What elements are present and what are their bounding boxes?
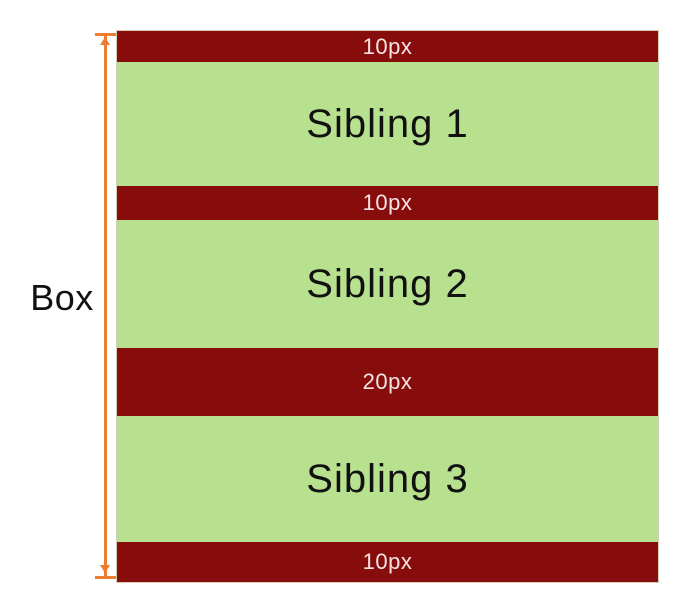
- sibling-1-block: Sibling 1: [117, 62, 658, 186]
- sibling-2-block: Sibling 2: [117, 220, 658, 348]
- box-container: 10px Sibling 1 10px Sibling 2 20px Sibli…: [117, 31, 658, 582]
- margin-bar-top: 10px: [117, 31, 658, 62]
- margin-bar-between-2-3: 20px: [117, 348, 658, 416]
- measure-arrowhead-down-icon: [100, 565, 110, 573]
- measure-cap-bottom-icon: [95, 576, 116, 579]
- sibling-3-block: Sibling 3: [117, 416, 658, 542]
- measure-line: [104, 33, 107, 579]
- box-label: Box: [30, 277, 94, 318]
- margin-bar-bottom: 10px: [117, 542, 658, 582]
- margin-bar-between-1-2: 10px: [117, 186, 658, 220]
